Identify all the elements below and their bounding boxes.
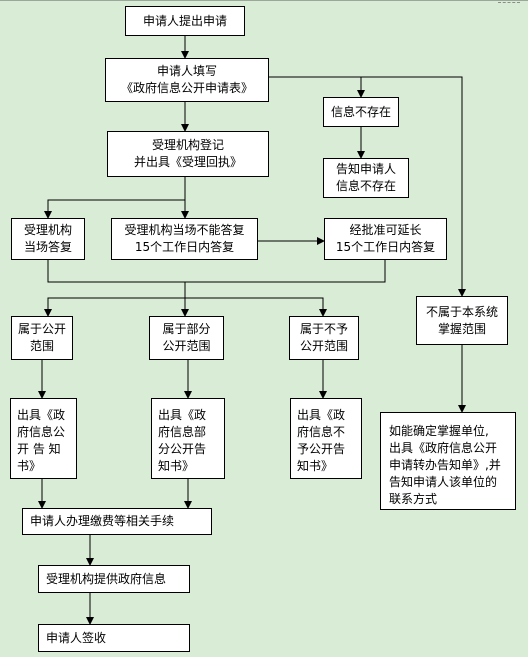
- node-answer-15-days: 受理机构当场不能答复 15个工作日内答复: [111, 218, 258, 260]
- node-register: 受理机构登记 并出具《受理回执》: [107, 131, 269, 177]
- node-not-in-scope: 不属于本系统 掌握范围: [416, 296, 508, 345]
- node-fill-form: 申请人填写 《政府信息公开申请表》: [105, 58, 269, 102]
- node-transfer-notice: 如能确定掌握单位, 出具《政府信息公开 申请转办告知单》,并 告知申请人该单位的…: [380, 412, 516, 510]
- node-info-not-exist: 信息不存在: [323, 97, 399, 127]
- node-public-scope: 属于公开 范围: [11, 316, 73, 360]
- arrow-form-to-not-in-scope: [269, 76, 466, 297]
- node-not-public: 属于不予 公开范围: [289, 316, 359, 360]
- node-apply: 申请人提出申请: [125, 6, 245, 36]
- arrow-to-public-scope: [44, 282, 186, 317]
- node-provide-info: 受理机构提供政府信息: [38, 565, 190, 593]
- node-notify-not-exist: 告知申请人 信息不存在: [323, 158, 409, 198]
- node-notice-public: 出具《政 府信息公 开 告 知 书》: [10, 398, 77, 479]
- arrow-form-to-not-exist: [269, 76, 365, 98]
- node-notice-not-public: 出具《政 府信息不 予公开告 知书》: [290, 398, 362, 479]
- node-answer-on-spot: 受理机构 当场答复: [11, 218, 85, 260]
- node-partial-public: 属于部分 公开范围: [149, 316, 224, 360]
- merge-line-answers: [47, 260, 386, 283]
- arrow-register-to-spot: [44, 199, 185, 219]
- window-edge-mark: [498, 2, 520, 3]
- node-pay-fees: 申请人办理缴费等相关手续: [22, 508, 212, 535]
- top-border: [0, 0, 528, 1]
- node-sign: 申请人签收: [38, 624, 190, 652]
- arrow-to-not-public-scope: [185, 297, 327, 317]
- node-notice-partial: 出具《政 府信息部 分公开告 知书》: [151, 398, 225, 479]
- node-extension: 经批准可延长 15个工作日内答复: [324, 218, 447, 260]
